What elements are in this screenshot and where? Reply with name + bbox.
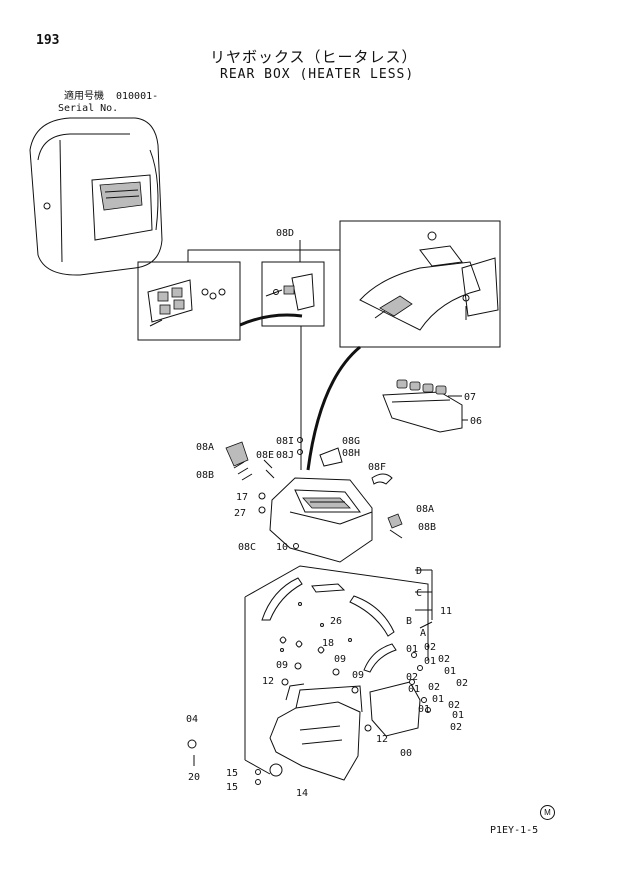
callout-06: 06	[470, 416, 482, 427]
page-number: 193	[36, 33, 60, 48]
callout-26: 26	[330, 616, 342, 627]
detail-box-08d	[261, 261, 325, 327]
callout-15-a: 15	[226, 768, 238, 779]
callout-02-d: 02	[428, 682, 440, 693]
callout-14: 14	[296, 788, 308, 799]
page-title-jp: リヤボックス（ヒータレス）	[210, 48, 418, 66]
serial-label-jp: 適用号機	[64, 91, 104, 102]
callout-15-b: 15	[226, 782, 238, 793]
callout-09-c: 09	[352, 670, 364, 681]
callout-02-b: 02	[438, 654, 450, 665]
maker-mark-icon: M	[540, 805, 555, 820]
callout-c: C	[416, 588, 422, 599]
callout-00: 00	[400, 748, 412, 759]
callout-10: 10	[276, 542, 288, 553]
callout-18: 18	[322, 638, 334, 649]
callout-02-f: 02	[448, 700, 460, 711]
callout-labels: 08D 07 06 08A 08I 08G 08E 08J 08H 08B 08…	[186, 228, 482, 799]
callout-17: 17	[236, 492, 248, 503]
leader-lines	[187, 240, 361, 471]
serial-label-en: Serial No.	[58, 103, 119, 114]
callout-01-f: 01	[452, 710, 464, 721]
callout-02-c: 02	[406, 672, 418, 683]
callout-09-b: 09	[334, 654, 346, 665]
callout-08h: 08H	[342, 448, 360, 459]
callout-d: D	[416, 566, 422, 577]
callout-27: 27	[234, 508, 246, 519]
callout-01-a: 01	[406, 644, 418, 655]
frame-assembly	[187, 565, 433, 785]
callout-01-d: 01	[408, 684, 420, 695]
callout-08b-right: 08B	[418, 522, 436, 533]
callout-12-b: 12	[376, 734, 388, 745]
footer-code: P1EY-1-5	[490, 825, 539, 836]
callout-02-g: 02	[450, 722, 462, 733]
callout-09-a: 09	[276, 660, 288, 671]
callout-08a-left: 08A	[196, 442, 214, 453]
page-title-en: REAR BOX (HEATER LESS)	[220, 67, 415, 82]
callout-12-a: 12	[262, 676, 274, 687]
callout-01-g: 01	[418, 704, 430, 715]
callout-a: A	[420, 628, 426, 639]
cover-panel-06	[382, 379, 463, 433]
cab-overview-drawing	[29, 117, 163, 276]
callout-20: 20	[188, 772, 200, 783]
rear-box-assembly	[225, 437, 403, 563]
callout-08f: 08F	[368, 462, 386, 473]
callout-08i: 08I	[276, 436, 294, 447]
callout-08e: 08E	[256, 450, 274, 461]
callout-04: 04	[186, 714, 198, 725]
callout-08b-left: 08B	[196, 470, 214, 481]
callout-08j: 08J	[276, 450, 294, 461]
callout-01-b: 01	[424, 656, 436, 667]
callout-08d: 08D	[276, 228, 294, 239]
serial-code: 010001-	[116, 91, 159, 102]
callout-07: 07	[464, 392, 476, 403]
callout-11: 11	[440, 606, 452, 617]
detail-box-right	[339, 220, 501, 348]
detail-box-left	[137, 261, 241, 341]
callout-08a-right: 08A	[416, 504, 434, 515]
callout-01-e: 01	[432, 694, 444, 705]
callout-01-c: 01	[444, 666, 456, 677]
callout-b: B	[406, 616, 412, 627]
callout-02-e: 02	[456, 678, 468, 689]
callout-08g: 08G	[342, 436, 360, 447]
callout-08c: 08C	[238, 542, 256, 553]
callout-02-a: 02	[424, 642, 436, 653]
